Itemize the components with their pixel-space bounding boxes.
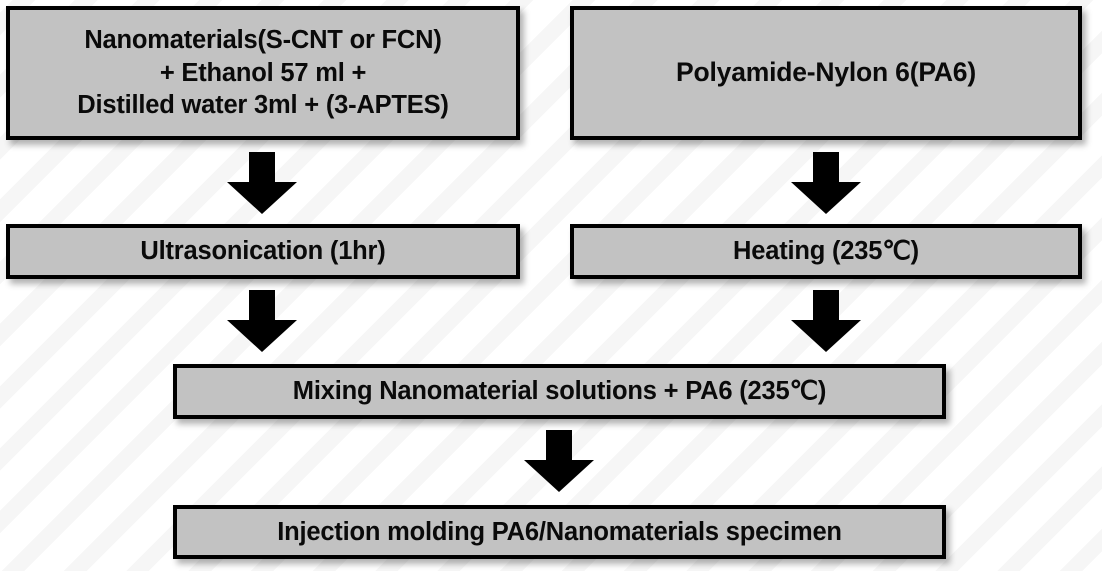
process-box-mixing-label: Mixing Nanomaterial solutions + PA6 (235… <box>292 377 827 406</box>
down-arrow-icon-mixing-to-injection <box>524 430 594 492</box>
process-box-heating-label: Heating (235℃) <box>733 237 919 266</box>
process-box-nanomaterials-label: Nanomaterials(S-CNT or FCN) + Ethanol 57… <box>77 26 449 120</box>
down-arrow-icon-ultrasonication-to-mixing <box>227 290 297 352</box>
process-box-polyamide: Polyamide-Nylon 6(PA6) <box>570 6 1082 140</box>
process-box-injection-label: Injection molding PA6/Nanomaterials spec… <box>277 517 842 546</box>
down-arrow-icon-nanomaterials-to-ultrasonication <box>227 152 297 214</box>
process-box-injection: Injection molding PA6/Nanomaterials spec… <box>173 505 946 559</box>
process-box-ultrasonication: Ultrasonication (1hr) <box>6 224 520 279</box>
down-arrow-icon-heating-to-mixing <box>791 290 861 352</box>
process-box-heating: Heating (235℃) <box>570 224 1082 279</box>
process-box-polyamide-label: Polyamide-Nylon 6(PA6) <box>676 57 976 88</box>
process-box-ultrasonication-label: Ultrasonication (1hr) <box>140 237 386 266</box>
down-arrow-icon-polyamide-to-heating <box>791 152 861 214</box>
process-box-nanomaterials: Nanomaterials(S-CNT or FCN) + Ethanol 57… <box>6 6 520 140</box>
process-box-mixing: Mixing Nanomaterial solutions + PA6 (235… <box>173 364 946 419</box>
